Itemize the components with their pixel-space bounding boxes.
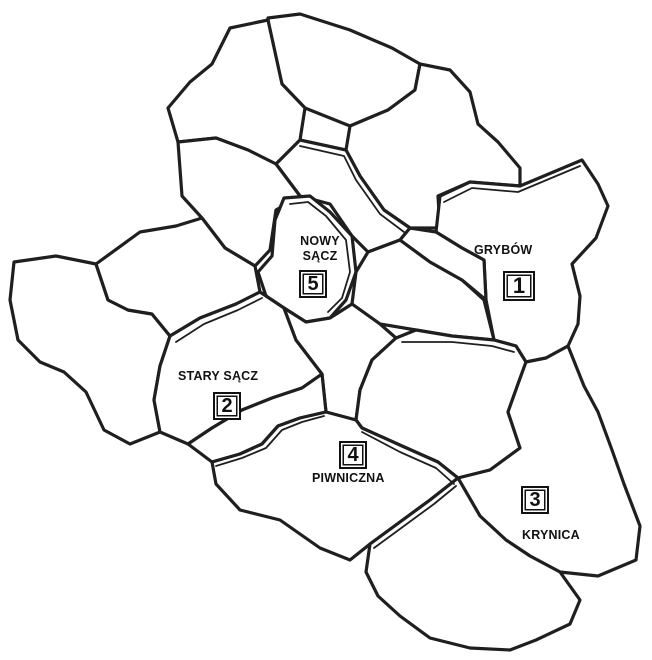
border-inner-8: [373, 485, 457, 549]
number-badge-5: 5: [299, 270, 327, 298]
border-inner-4: [401, 341, 515, 353]
number-badge-4: 4: [339, 441, 367, 469]
label-nowy-sacz-line2: SĄCZ: [302, 249, 338, 263]
number-badge-1: 1: [503, 271, 535, 301]
number-badge-3: 3: [521, 486, 549, 514]
border-inner-3: [175, 297, 263, 343]
region-krynica: [456, 344, 642, 578]
label-nowy-sacz: NOWY SĄCZ: [290, 234, 350, 264]
border-inner-6: [215, 415, 325, 467]
label-krynica: KRYNICA: [522, 528, 580, 542]
border-inner-2: [289, 201, 351, 313]
region-between: [398, 226, 488, 302]
border-inner-7: [443, 165, 581, 203]
border-inner-5: [361, 431, 455, 485]
label-stary-sacz: STARY SĄCZ: [178, 369, 259, 383]
label-nowy-sacz-line1: NOWY: [300, 234, 340, 248]
label-grybow: GRYBÓW: [474, 243, 533, 257]
border-inner-1: [299, 145, 405, 233]
label-piwniczna: PIWNICZNA: [312, 471, 385, 485]
region-south: [364, 476, 582, 652]
number-badge-2: 2: [213, 392, 241, 420]
